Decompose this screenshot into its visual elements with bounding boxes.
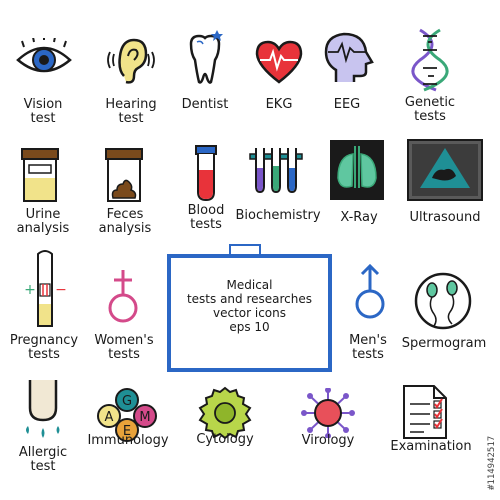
ig-letter-a: A <box>105 410 114 425</box>
ultrasound-label: Ultrasound <box>409 210 481 225</box>
biochemistry-label: Biochemistry <box>235 208 321 223</box>
virology-label: Virology <box>301 433 355 448</box>
eye-icon <box>16 38 72 73</box>
ultrasound-screen-icon <box>407 139 483 201</box>
examination-label: Examination <box>390 439 472 454</box>
checklist-icon <box>403 385 447 439</box>
board-line-4: eps 10 <box>229 320 270 334</box>
xray-icon <box>330 140 384 200</box>
dentist-label: Dentist <box>181 97 229 112</box>
head-eeg-icon <box>324 32 374 82</box>
xray-label: X-Ray <box>340 210 378 225</box>
tooth-icon <box>189 30 223 84</box>
title-board: Medical tests and researches vector icon… <box>167 254 332 372</box>
immunoglobulins-icon: G A M E <box>97 388 157 442</box>
allergy-arm-icon <box>26 380 60 438</box>
ig-letter-m: M <box>139 410 150 425</box>
board-line-1: Medical <box>226 278 273 292</box>
plus-sign: + <box>24 282 36 298</box>
heart-ekg-icon <box>255 40 303 84</box>
urine-container-icon <box>21 148 59 202</box>
minus-sign: − <box>55 282 67 298</box>
dna-icon <box>411 28 449 92</box>
spermogram-label: Spermogram <box>401 336 487 351</box>
cytology-label: Cytology <box>196 432 254 447</box>
board-line-2: tests and researches <box>186 292 313 306</box>
sperm-cells-icon <box>414 272 472 330</box>
pregnancy-test-icon <box>37 250 53 327</box>
stock-id-watermark: #114942517 <box>487 435 497 490</box>
immunology-label: Immunology <box>87 433 169 448</box>
male-symbol-icon <box>355 263 385 319</box>
female-symbol-icon <box>108 270 138 323</box>
ekg-label: EKG <box>265 97 293 112</box>
ig-letter-e: E <box>123 424 131 439</box>
feces-container-icon <box>105 148 143 202</box>
blood-tube-icon <box>195 145 217 202</box>
virus-icon <box>301 388 355 438</box>
test-tubes-rack-icon <box>249 148 303 194</box>
cell-icon <box>198 386 252 440</box>
board-line-3: vector icons <box>212 306 286 320</box>
ear-icon <box>107 38 155 84</box>
ig-letter-g: G <box>122 394 132 409</box>
eeg-label: EEG <box>333 97 361 112</box>
